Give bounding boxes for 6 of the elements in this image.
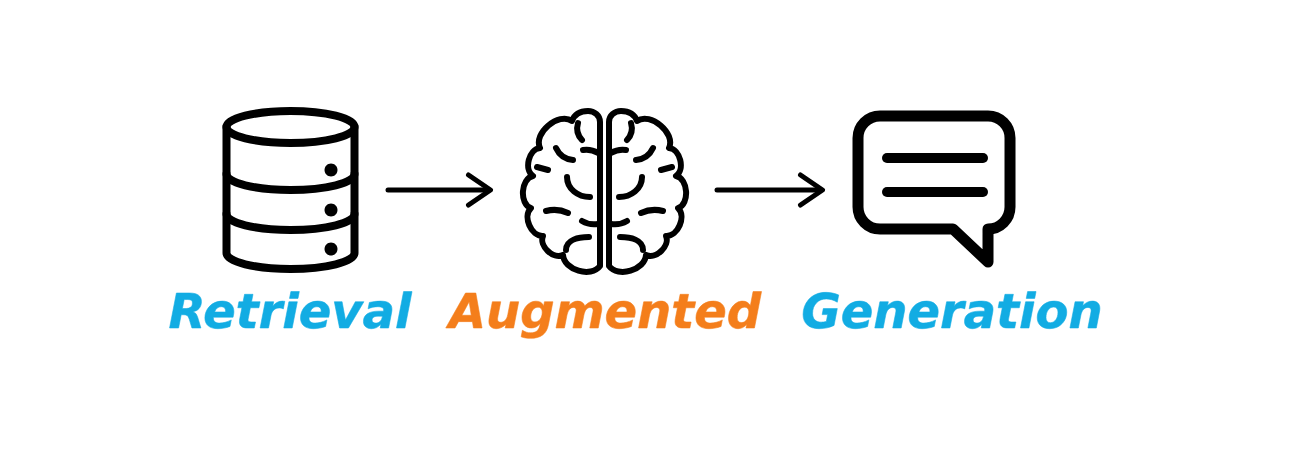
arrow [385,172,493,208]
node-label: Retrieval [169,291,412,329]
arrow [714,172,825,208]
database-icon [222,107,359,273]
chat-bubble-icon [852,110,1016,268]
brain-icon [519,108,690,275]
